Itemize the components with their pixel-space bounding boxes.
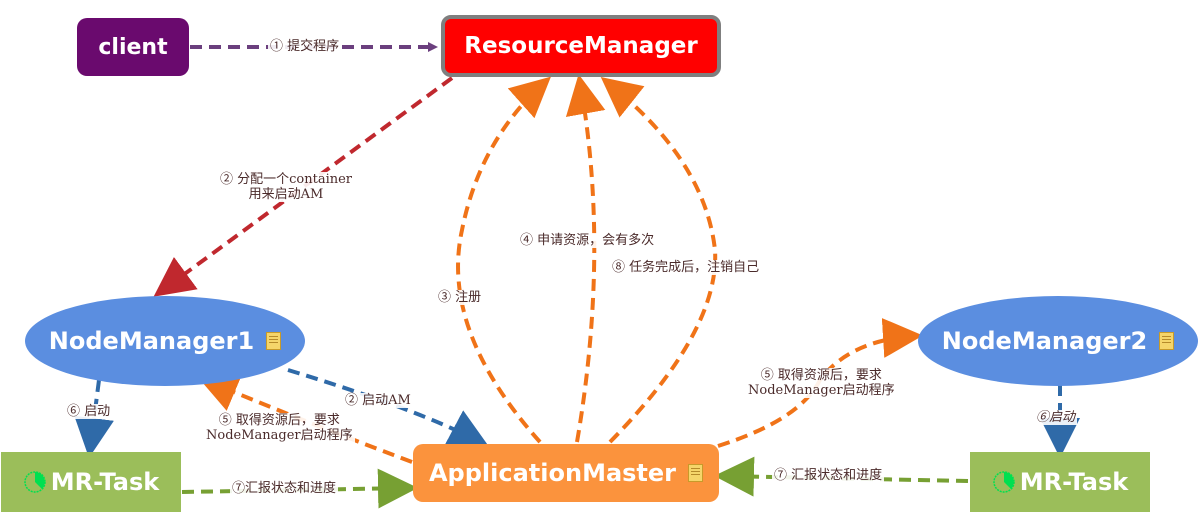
edge-label-unregister: ⑧ 任务完成后，注销自己 xyxy=(610,260,762,275)
note-icon[interactable] xyxy=(1159,332,1175,350)
node-manager-1-node[interactable]: NodeManager1 xyxy=(25,296,305,386)
mr-task-1-label: MR-Task xyxy=(50,468,160,496)
mr-task-2-label: MR-Task xyxy=(1019,468,1129,496)
note-icon[interactable] xyxy=(266,332,282,350)
node-manager-1-label: NodeManager1 xyxy=(48,327,255,355)
edge-label-allocate: ② 分配一个container 用来启动AM xyxy=(218,172,355,202)
mr-task-1-node[interactable]: MR-Task xyxy=(1,452,181,512)
edge-label-request: ④ 申请资源，会有多次 xyxy=(518,233,657,248)
edge-label-ask-nm1-line1: ⑤ 取得资源后，要求 xyxy=(218,413,340,428)
application-master-label: ApplicationMaster xyxy=(428,459,677,487)
edge-label-ask-nm1: ⑤ 取得资源后，要求 NodeManager启动程序 xyxy=(204,413,355,443)
node-manager-2-label: NodeManager2 xyxy=(941,327,1148,355)
edge-launch-1 xyxy=(74,379,114,458)
edge-label-launch-1: ⑥ 启动 xyxy=(65,404,113,419)
edge-label-register: ③ 注册 xyxy=(436,290,484,305)
client-label: client xyxy=(98,34,168,60)
progress-pie-icon xyxy=(992,471,1015,493)
edge-label-report-1: ⑦汇报状态和进度 xyxy=(230,481,339,496)
edge-label-launch-2: ⑥启动 xyxy=(1034,410,1078,425)
edge-label-report-2: ⑦ 汇报状态和进度 xyxy=(772,468,885,483)
edge-label-ask-nm2: ⑤ 取得资源后，要求 NodeManager启动程序 xyxy=(746,368,897,398)
edge-label-ask-nm2-line2: NodeManager启动程序 xyxy=(748,383,895,398)
application-master-node[interactable]: ApplicationMaster xyxy=(413,444,719,502)
resource-manager-node[interactable]: ResourceManager xyxy=(441,15,721,77)
edge-label-allocate-line1: ② 分配一个container xyxy=(220,172,353,187)
node-manager-2-node[interactable]: NodeManager2 xyxy=(918,296,1198,386)
edge-label-ask-nm2-line1: ⑤ 取得资源后，要求 xyxy=(760,368,882,383)
note-icon[interactable] xyxy=(688,464,704,482)
edge-register xyxy=(456,76,551,444)
edge-label-submit: ① 提交程序 xyxy=(268,39,342,54)
client-node[interactable]: client xyxy=(77,18,189,76)
edge-unregister xyxy=(600,77,718,444)
resource-manager-label: ResourceManager xyxy=(464,33,698,59)
edge-label-start-am: ② 启动AM xyxy=(343,393,413,408)
mr-task-2-node[interactable]: MR-Task xyxy=(970,452,1150,512)
edge-label-allocate-line2: 用来启动AM xyxy=(248,187,324,202)
progress-pie-icon xyxy=(23,471,46,493)
edge-label-ask-nm1-line2: NodeManager启动程序 xyxy=(206,428,353,443)
edge-start-am xyxy=(287,368,490,447)
edge-request xyxy=(565,74,606,443)
